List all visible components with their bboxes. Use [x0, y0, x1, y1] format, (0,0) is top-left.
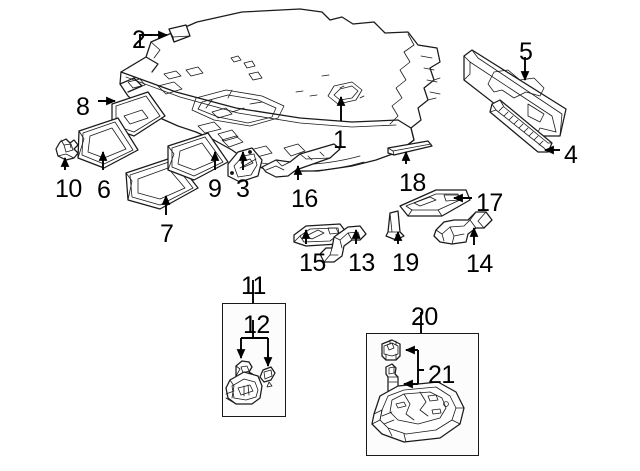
callout-7[interactable]: 7 [160, 220, 174, 248]
part-headliner-clip-cover [168, 24, 191, 43]
callout-11[interactable]: 11 [241, 272, 266, 300]
callout-18[interactable]: 18 [399, 169, 426, 197]
leader-lines [60, 30, 560, 389]
part-visor-blade [167, 132, 229, 181]
leader-12 [240, 320, 269, 360]
part-trim-filler-strip [387, 140, 433, 156]
part-rear-roof-header-panel [463, 49, 567, 137]
callout-1[interactable]: 1 [333, 126, 347, 154]
part-visor-clip-pin [385, 210, 405, 241]
callout-19[interactable]: 19 [392, 249, 419, 277]
callout-3[interactable]: 3 [236, 175, 250, 203]
callout-12[interactable]: 12 [243, 311, 270, 339]
callout-10[interactable]: 10 [55, 175, 82, 203]
part-visor-support-bracket [227, 147, 263, 183]
part-courtesy-lamp-group [225, 360, 276, 405]
callout-6[interactable]: 6 [97, 176, 111, 204]
part-assist-grip-front [433, 211, 493, 245]
callout-5[interactable]: 5 [519, 38, 533, 66]
callout-14[interactable]: 14 [466, 250, 493, 278]
callout-2[interactable]: 2 [132, 26, 146, 54]
callout-21[interactable]: 21 [428, 361, 455, 389]
part-roof-rail-trim-strip [489, 99, 553, 153]
callout-16[interactable]: 16 [291, 185, 318, 213]
part-sun-visor-left [77, 117, 139, 169]
callout-13[interactable]: 13 [348, 249, 375, 277]
callout-8[interactable]: 8 [76, 93, 90, 121]
callout-9[interactable]: 9 [208, 175, 222, 203]
callout-15[interactable]: 15 [299, 249, 326, 277]
callout-4[interactable]: 4 [564, 141, 578, 169]
part-visor-retaining-hook [55, 138, 79, 161]
part-overhead-console-group [371, 339, 465, 443]
part-handle-support-rail [261, 143, 341, 178]
callout-20[interactable]: 20 [411, 303, 438, 331]
callout-17[interactable]: 17 [476, 189, 503, 217]
